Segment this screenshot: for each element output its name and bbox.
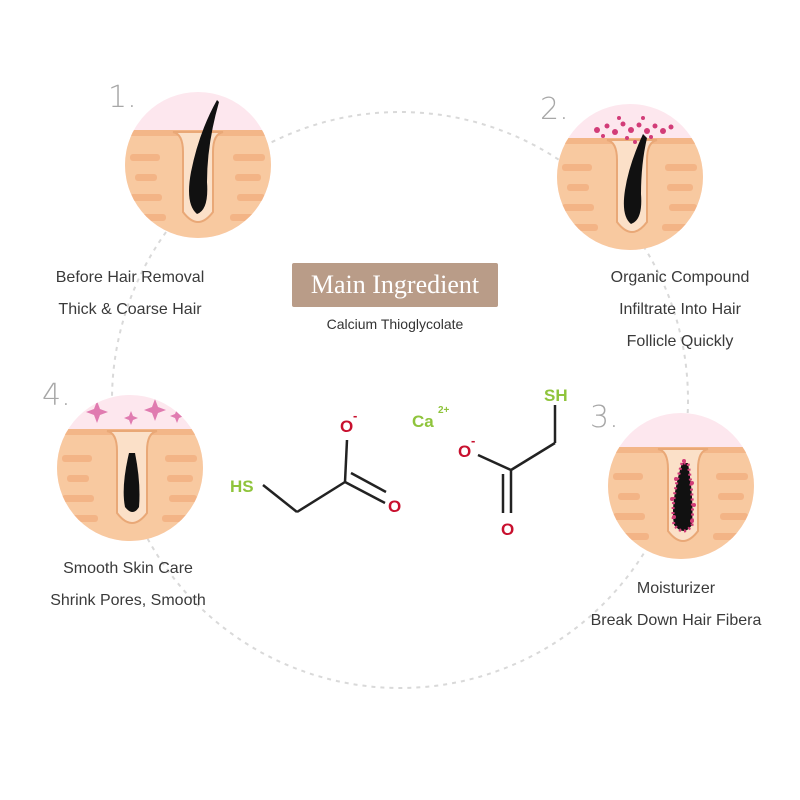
right-o-minus-label: O (458, 442, 471, 461)
step-4-line-1: Smooth Skin Care (63, 560, 193, 577)
step-2-line-3: Follicle Quickly (626, 333, 734, 350)
right-o-minus-charge: - (471, 433, 475, 448)
step-4-line-2: Shrink Pores, Smooth (50, 592, 206, 609)
left-o-minus-charge: - (353, 408, 357, 423)
calcium-charge: 2+ (438, 405, 450, 416)
left-sh-label: HS (230, 477, 254, 496)
right-molecule-bonds (477, 405, 557, 513)
step-1-number: 1. (108, 80, 137, 115)
calcium-label: Ca (412, 412, 434, 431)
step-1-caption: Before Hair Removal Thick & Coarse Hair (0, 262, 260, 326)
step-3-line-1: Moisturizer (636, 580, 716, 597)
step-4-illustration (57, 395, 203, 541)
main-ingredient-badge: Main Ingredient (292, 263, 498, 307)
left-o-label: O (388, 497, 401, 516)
calcium-thioglycolate-structure: HS O - O Ca 2+ SH O - O (230, 386, 568, 539)
step-3-illustration (608, 413, 754, 559)
left-o-minus-label: O (340, 417, 353, 436)
step-4-number: 4. (42, 378, 71, 413)
step-2-caption: Organic Compound Infiltrate Into Hair Fo… (550, 262, 800, 358)
step-2-line-2: Infiltrate Into Hair (619, 301, 741, 318)
right-sh-label: SH (544, 386, 568, 405)
left-molecule-bonds (262, 439, 387, 514)
step-2-number: 2. (540, 92, 569, 127)
step-1-line-2: Thick & Coarse Hair (58, 301, 202, 318)
step-1-line-1: Before Hair Removal (55, 269, 205, 286)
ingredient-name: Calcium Thioglycolate (326, 316, 464, 332)
right-o-label: O (501, 520, 514, 539)
step-4-caption: Smooth Skin Care Shrink Pores, Smooth (0, 553, 258, 617)
step-1-illustration (125, 92, 271, 238)
step-2-line-1: Organic Compound (610, 269, 750, 286)
step-3-caption: Moisturizer Break Down Hair Fibera (546, 573, 800, 637)
step-3-line-2: Break Down Hair Fibera (590, 612, 762, 629)
step-2-illustration (557, 104, 703, 250)
step-3-number: 3. (590, 400, 619, 435)
